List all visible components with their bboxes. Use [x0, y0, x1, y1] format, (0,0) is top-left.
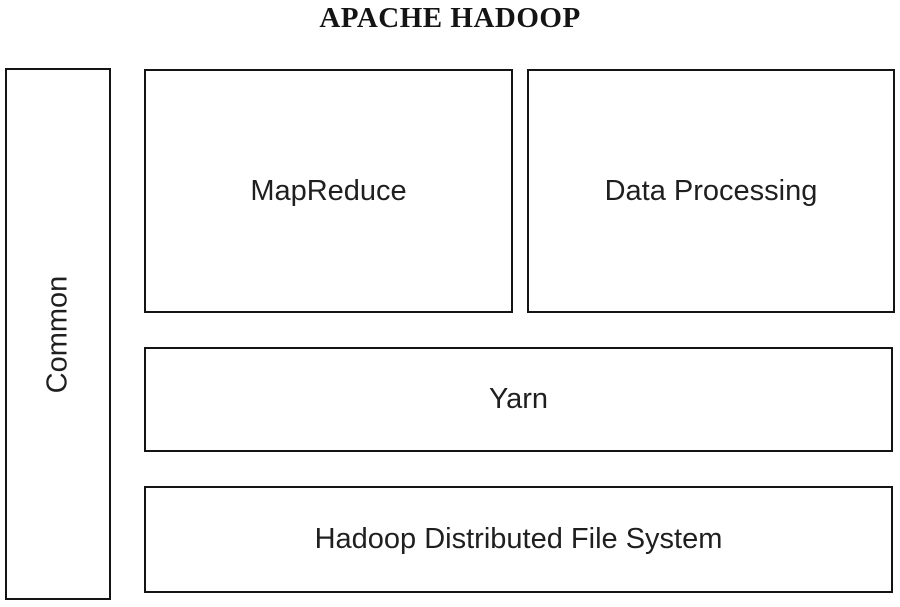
yarn-box: Yarn — [144, 347, 893, 452]
diagram-title: APACHE HADOOP — [319, 2, 581, 34]
mapreduce-box: MapReduce — [144, 69, 513, 313]
hdfs-box: Hadoop Distributed File System — [144, 486, 893, 593]
data-processing-box: Data Processing — [527, 69, 895, 313]
hdfs-box-label: Hadoop Distributed File System — [314, 523, 723, 555]
yarn-box-label: Yarn — [488, 383, 549, 415]
data-processing-box-label: Data Processing — [604, 174, 818, 207]
mapreduce-box-label: MapReduce — [250, 174, 407, 207]
common-box: Common — [5, 68, 111, 600]
common-box-label: Common — [41, 275, 74, 393]
